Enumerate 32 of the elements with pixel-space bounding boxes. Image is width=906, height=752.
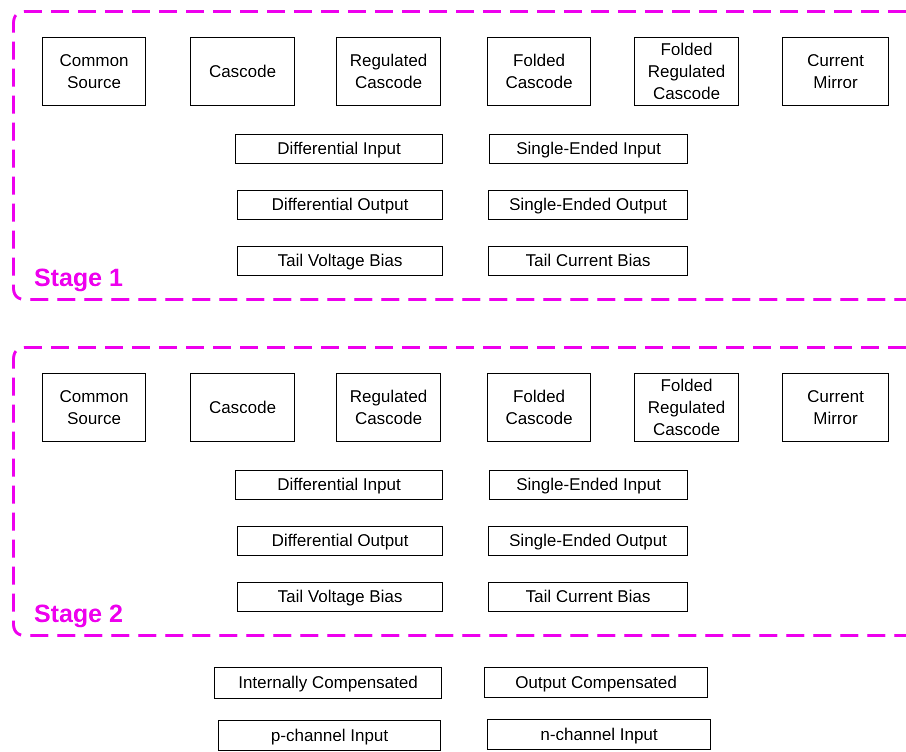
option-box: Differential Input [235, 470, 443, 500]
option-box: Tail Voltage Bias [237, 246, 443, 276]
option-box: Output Compensated [484, 667, 708, 698]
option-box: n-channel Input [487, 719, 711, 750]
option-box: Regulated Cascode [336, 373, 441, 442]
option-box: Single-Ended Output [488, 190, 688, 220]
dashed-group-outline [12, 346, 906, 637]
group-title: Stage 1 [34, 264, 123, 293]
option-box: Current Mirror [782, 373, 889, 442]
option-box: Common Source [42, 37, 146, 106]
option-box: Single-Ended Input [489, 470, 688, 500]
option-box: Tail Current Bias [488, 582, 688, 612]
option-box: Folded Regulated Cascode [634, 37, 739, 106]
option-box: Tail Current Bias [488, 246, 688, 276]
option-box: Tail Voltage Bias [237, 582, 443, 612]
option-box: Folded Cascode [487, 37, 591, 106]
option-box: Current Mirror [782, 37, 889, 106]
option-box: Folded Cascode [487, 373, 591, 442]
option-box: Internally Compensated [214, 667, 442, 699]
option-box: Single-Ended Output [488, 526, 688, 556]
option-box: Cascode [190, 373, 295, 442]
option-box: Differential Output [237, 190, 443, 220]
option-box: Regulated Cascode [336, 37, 441, 106]
option-box: p-channel Input [218, 720, 441, 751]
dashed-group-outline [12, 10, 906, 301]
option-box: Common Source [42, 373, 146, 442]
option-box: Folded Regulated Cascode [634, 373, 739, 442]
option-box: Differential Output [237, 526, 443, 556]
option-box: Differential Input [235, 134, 443, 164]
option-box: Single-Ended Input [489, 134, 688, 164]
option-box: Cascode [190, 37, 295, 106]
group-title: Stage 2 [34, 600, 123, 629]
